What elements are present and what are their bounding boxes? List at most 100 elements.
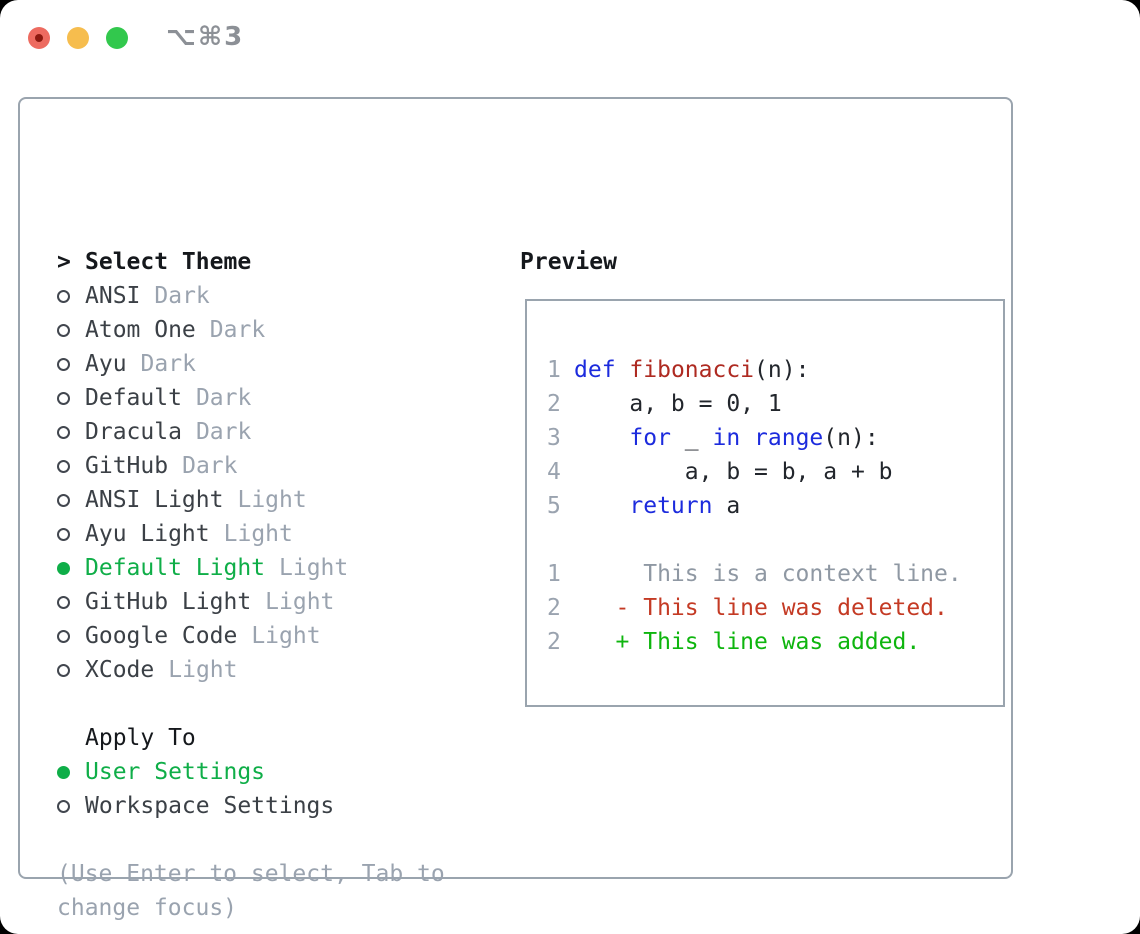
theme-option[interactable]: Ayu Light Light <box>57 517 502 551</box>
code-line: 3 for _ in range(n): <box>547 421 1003 455</box>
line-number: 2 <box>547 391 561 417</box>
theme-option[interactable]: Google Code Light <box>57 619 502 653</box>
theme-option[interactable]: GitHub Dark <box>57 449 502 483</box>
apply-to-option-name: User Settings <box>85 759 266 785</box>
theme-option-name: XCode <box>85 657 155 683</box>
theme-option[interactable]: Ayu Dark <box>57 347 502 381</box>
radio-unselected-icon <box>57 653 85 687</box>
keyword-segment: in <box>712 425 741 451</box>
code-segment: (n): <box>823 425 879 451</box>
theme-option-variant: Light <box>168 657 238 683</box>
window-shortcut-label: ⌥⌘3 <box>166 22 245 52</box>
code-line <box>547 523 1003 557</box>
line-number: 2 <box>547 629 561 655</box>
theme-picker-title: Select Theme <box>85 249 252 275</box>
line-number: 3 <box>547 425 561 451</box>
close-dot-icon <box>35 34 43 42</box>
code-line: 1 def fibonacci(n): <box>547 353 1003 387</box>
theme-option[interactable]: XCode Light <box>57 653 502 687</box>
theme-option-variant: Light <box>279 555 349 581</box>
code-line: 1 This is a context line. <box>547 557 1003 591</box>
theme-option-variant: Light <box>251 623 321 649</box>
line-number: 2 <box>547 595 561 621</box>
close-button[interactable] <box>28 27 50 49</box>
preview-title: Preview <box>520 249 617 275</box>
radio-unselected-icon <box>57 483 85 517</box>
theme-option-name: GitHub <box>85 453 169 479</box>
line-number: 4 <box>547 459 561 485</box>
theme-picker-header: > Select Theme <box>57 245 502 279</box>
line-number: 1 <box>547 561 561 587</box>
code-segment <box>574 493 629 519</box>
theme-option-name: ANSI <box>85 283 141 309</box>
code-segment: a, b = 0, 1 <box>574 391 782 417</box>
zoom-button[interactable] <box>106 27 128 49</box>
theme-option-variant: Light <box>223 521 293 547</box>
radio-unselected-icon <box>57 585 85 619</box>
theme-option-variant: Dark <box>182 453 238 479</box>
theme-option[interactable]: Default Light Light <box>57 551 502 585</box>
theme-option[interactable]: ANSI Dark <box>57 279 502 313</box>
code-line: 5 return a <box>547 489 1003 523</box>
radio-unselected-icon <box>57 789 85 823</box>
keyword-segment: for <box>629 425 671 451</box>
added-line-segment: + This line was added. <box>574 629 921 655</box>
line-number: 5 <box>547 493 561 519</box>
code-segment: _ <box>670 425 713 451</box>
theme-option-name: ANSI Light <box>85 487 224 513</box>
radio-unselected-icon <box>57 517 85 551</box>
theme-option-name: Default Light <box>85 555 266 581</box>
keyword-segment: return <box>629 493 713 519</box>
theme-option-name: Ayu Light <box>85 521 210 547</box>
code-line: 4 a, b = b, a + b <box>547 455 1003 489</box>
radio-unselected-icon <box>57 313 85 347</box>
radio-unselected-icon <box>57 381 85 415</box>
code-segment <box>574 425 629 451</box>
code-segment: a, b = b, a + b <box>574 459 893 485</box>
theme-option-variant: Dark <box>154 283 210 309</box>
function-name-segment: fibonacci <box>629 357 755 383</box>
code-segment: (n): <box>754 357 810 383</box>
code-line: 2 - This line was deleted. <box>547 591 1003 625</box>
code-segment: a <box>712 493 741 519</box>
theme-option-name: Google Code <box>85 623 238 649</box>
context-line-segment: This is a context line. <box>574 561 962 587</box>
focus-caret-icon: > <box>57 249 71 275</box>
theme-option-name: Atom One <box>85 317 196 343</box>
theme-option-variant: Dark <box>195 419 252 445</box>
line-number: 1 <box>547 357 561 383</box>
code-segment <box>740 425 754 451</box>
deleted-line-segment: - This line was deleted. <box>574 595 948 621</box>
code-segment <box>616 357 630 383</box>
keyword-segment: def <box>574 357 616 383</box>
apply-to-option[interactable]: User Settings <box>57 755 502 789</box>
keyword-segment: range <box>754 425 824 451</box>
apply-to-header: Apply To <box>85 725 196 751</box>
radio-selected-icon <box>57 551 85 585</box>
radio-unselected-icon <box>57 279 85 313</box>
theme-option[interactable]: Atom One Dark <box>57 313 502 347</box>
code-line: 2 + This line was added. <box>547 625 1003 659</box>
radio-unselected-icon <box>57 449 85 483</box>
hint-text: (Use Enter to select, Tab to change focu… <box>57 861 445 921</box>
theme-option-name: Ayu <box>85 351 127 377</box>
radio-unselected-icon <box>57 415 85 449</box>
theme-option-variant: Dark <box>140 351 196 377</box>
apply-to-option-name: Workspace Settings <box>85 793 335 819</box>
radio-unselected-icon <box>57 619 85 653</box>
apply-to-option[interactable]: Workspace Settings <box>57 789 502 823</box>
minimize-button[interactable] <box>67 27 89 49</box>
theme-option-variant: Dark <box>209 317 266 343</box>
theme-option-variant: Light <box>265 589 335 615</box>
